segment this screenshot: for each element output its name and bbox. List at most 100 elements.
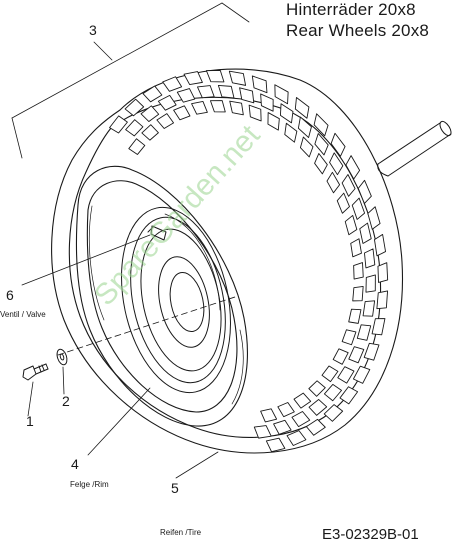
tread-block <box>341 174 356 197</box>
callout-1-number: 1 <box>26 413 34 429</box>
tread-block <box>321 365 339 383</box>
tread-block <box>337 366 355 384</box>
assembly-bracket <box>11 2 250 159</box>
tread-block <box>323 404 344 422</box>
tread-block <box>140 105 160 122</box>
callout-4-number: 4 <box>71 456 79 472</box>
tread-block <box>251 75 268 94</box>
axle-pin <box>377 120 452 177</box>
tread-block <box>197 85 215 99</box>
tread-block <box>157 94 177 111</box>
tread-block <box>265 437 286 453</box>
tread-block <box>350 238 362 258</box>
tread-block <box>356 324 372 341</box>
tread-block <box>374 233 386 257</box>
tread-block <box>273 419 292 435</box>
tread-block <box>365 274 376 293</box>
tread-block <box>162 76 183 92</box>
tread-block <box>362 300 376 317</box>
tread-block <box>142 85 163 103</box>
tread-block <box>279 103 294 124</box>
tread-block <box>348 346 365 364</box>
tread-block <box>339 386 359 405</box>
tread-block <box>352 365 371 384</box>
tread-block <box>353 262 364 280</box>
tread-block <box>191 100 208 115</box>
tread-block <box>314 133 329 156</box>
tread-block <box>293 392 312 409</box>
tread-block <box>352 285 364 302</box>
callout-5-caption: Reifen /Tire <box>160 528 202 537</box>
tread-block <box>286 430 307 446</box>
tread-block <box>284 122 298 143</box>
tread-block <box>313 113 329 137</box>
tread-block <box>156 113 175 129</box>
tread-block <box>260 408 278 423</box>
tread-block <box>248 104 262 122</box>
tread-block <box>176 88 196 103</box>
tread-block <box>371 318 386 336</box>
callout-5-number: 5 <box>171 480 179 496</box>
tread-block <box>377 262 389 283</box>
tread-block <box>109 115 128 134</box>
tread-block <box>239 87 255 104</box>
tread-block <box>351 197 366 220</box>
title-german: Hinterräder 20x8 <box>286 0 416 19</box>
tread-block <box>217 84 235 99</box>
tread-block <box>367 206 381 230</box>
tread-block <box>277 402 295 418</box>
tread-block <box>359 222 372 244</box>
tread-block <box>128 138 146 155</box>
tread-block <box>267 112 280 131</box>
tread-block <box>299 136 314 158</box>
tread-block <box>228 70 247 86</box>
tire-tread-pattern <box>109 70 389 453</box>
tread-block <box>330 132 346 157</box>
tread-block <box>336 192 350 214</box>
tread-block <box>364 248 376 269</box>
tread-block <box>305 418 326 436</box>
tread-block <box>183 71 203 86</box>
tread-block <box>326 171 341 194</box>
tread-block <box>357 179 372 204</box>
tread-block <box>260 93 274 112</box>
tread-block <box>274 84 289 105</box>
callout-6-number: 6 <box>6 287 14 303</box>
tread-block <box>344 214 358 236</box>
tread-block <box>323 383 342 402</box>
tread-block <box>173 105 191 121</box>
tread-block <box>308 399 328 416</box>
title-english: Rear Wheels 20x8 <box>286 21 430 40</box>
tread-block <box>229 100 244 116</box>
rim <box>121 206 231 394</box>
tread-block <box>253 425 272 439</box>
tread-block <box>348 308 362 324</box>
tread-block <box>363 342 380 361</box>
tread-block <box>125 119 144 137</box>
valve-stem <box>147 225 167 241</box>
callout-4-caption: Felge /Rim <box>70 480 109 489</box>
tread-block <box>341 329 357 346</box>
callout-2-number: 2 <box>62 393 70 409</box>
tread-block <box>332 348 349 365</box>
tread-block <box>294 97 310 119</box>
tread-block <box>124 98 145 117</box>
tread-block <box>205 70 225 83</box>
tread-block <box>209 100 226 113</box>
tread-block <box>291 411 311 428</box>
tread-block <box>141 124 159 141</box>
tread-block <box>297 116 312 138</box>
tread-block <box>376 290 389 310</box>
drawing-code: E3-02329B-01 <box>322 526 419 543</box>
bolt <box>22 363 49 381</box>
axle-centerline <box>57 295 239 356</box>
tread-block <box>314 153 328 175</box>
leader-lines <box>21 234 219 479</box>
callout-6-caption: Ventil / Valve <box>0 310 46 319</box>
tread-block <box>345 155 361 180</box>
tread-block <box>308 380 326 397</box>
washer <box>56 348 68 366</box>
tread-block <box>329 152 344 176</box>
callout-3-number: 3 <box>89 22 97 38</box>
